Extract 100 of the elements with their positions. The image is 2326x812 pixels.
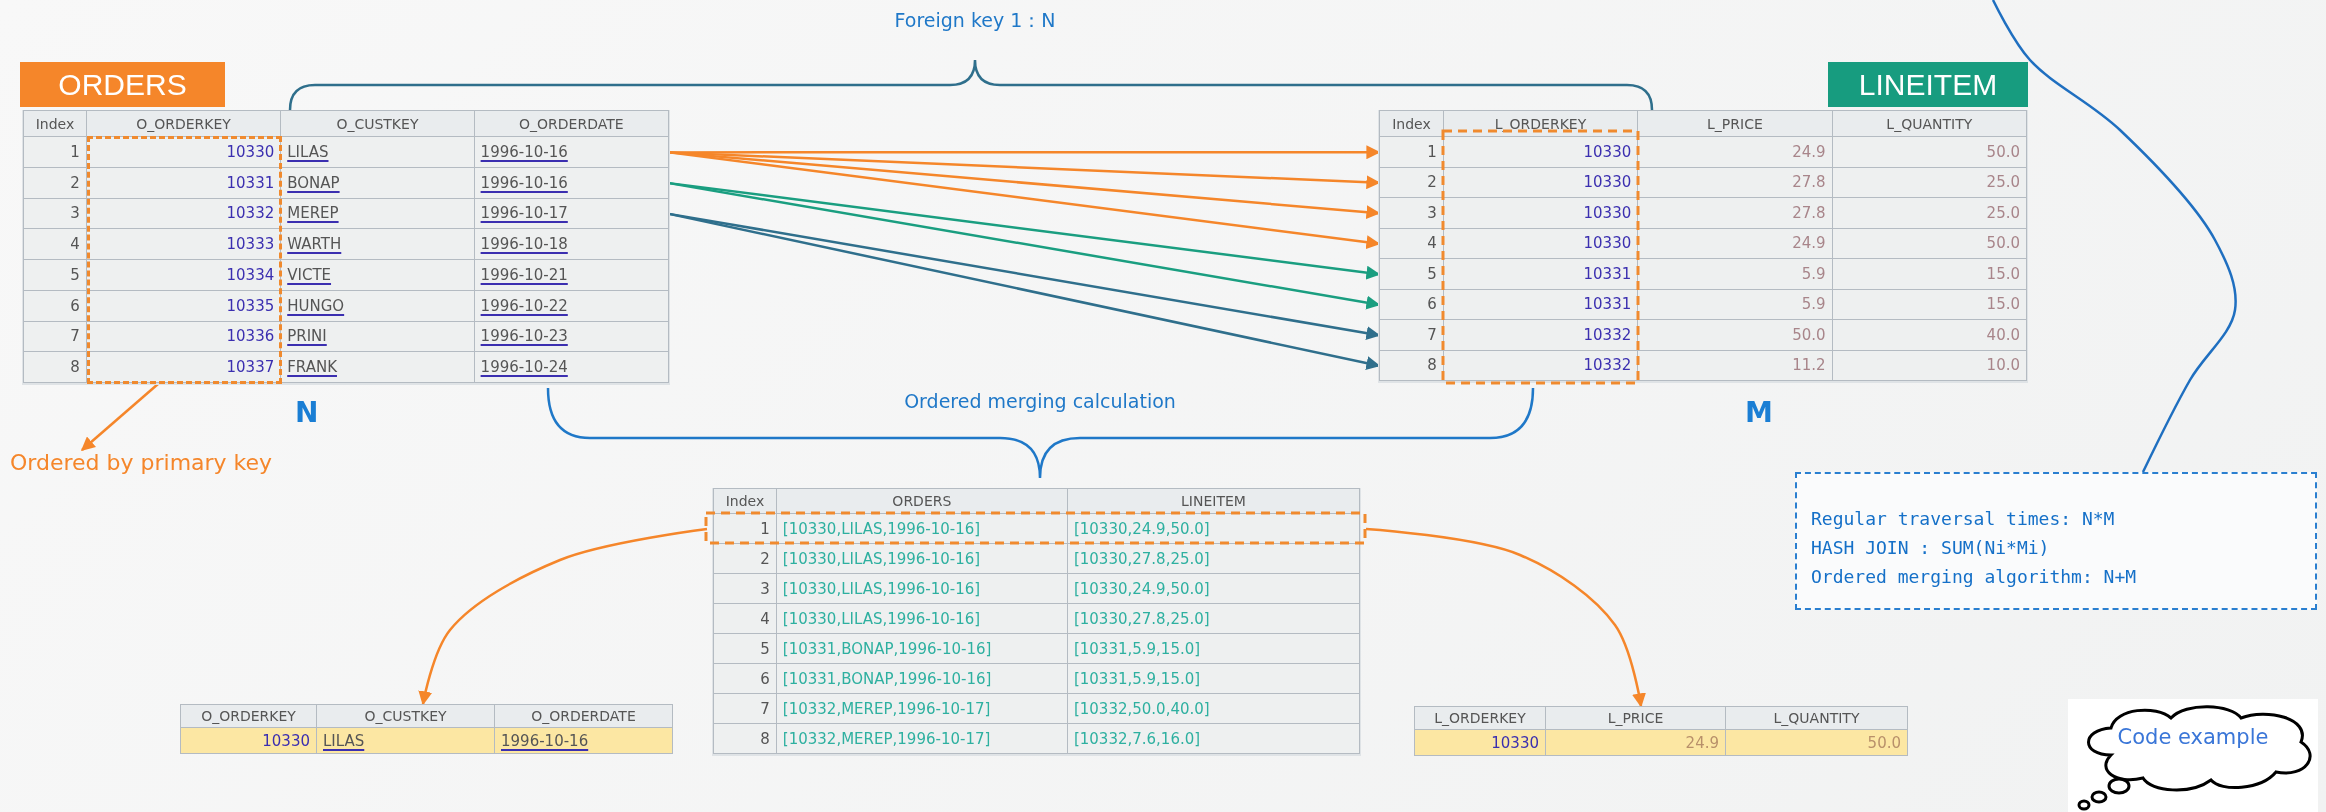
- table-row: [23, 198, 669, 230]
- column-header: O_ORDERDATE: [495, 705, 673, 727]
- row-number: 3: [1380, 198, 1444, 228]
- row-number: 3: [714, 574, 777, 603]
- link-text: WARTH: [287, 235, 342, 254]
- key-value: 10335: [86, 290, 282, 321]
- table-row: [23, 352, 669, 383]
- record-text: [10330,27.8,25.0]: [1067, 544, 1360, 573]
- arrow: [418, 527, 708, 706]
- link-text: PRINI: [287, 327, 327, 346]
- table-row: [713, 664, 1360, 694]
- number-value: 25.0: [1832, 167, 2027, 197]
- table-row: [713, 724, 1360, 754]
- key-value: 10330: [181, 728, 317, 753]
- row-number: 1: [24, 137, 87, 167]
- key-value: 10334: [86, 260, 282, 290]
- record-text: [10330,27.8,25.0]: [1067, 604, 1360, 633]
- record-text: [10331,5.9,15.0]: [1067, 664, 1360, 693]
- note-line: Ordered merging algorithm: N+M: [1811, 565, 2138, 589]
- table-row: [23, 167, 669, 199]
- number-value: 15.0: [1832, 289, 2027, 319]
- row-number: 7: [1380, 320, 1444, 350]
- column-header: O_ORDERDATE: [474, 111, 669, 136]
- key-value: 10332: [1443, 350, 1639, 380]
- number-value: 5.9: [1638, 259, 1833, 289]
- key-value: 10330: [1443, 198, 1639, 228]
- table-row: [23, 321, 669, 353]
- row-number: 5: [1380, 259, 1444, 289]
- column-header: LINEITEM: [1067, 489, 1360, 513]
- data-table: [1414, 706, 1908, 757]
- note-line: HASH JOIN : SUM(Ni*Mi): [1811, 536, 2051, 560]
- row-number: 3: [24, 198, 87, 229]
- number-value: 24.9: [1638, 137, 1833, 167]
- key-value: 10331: [1443, 259, 1639, 289]
- record-text: [10332,MEREP,1996-10-17]: [776, 694, 1068, 723]
- table-title-banner: ORDERS: [20, 62, 225, 107]
- row-number: 4: [1380, 228, 1444, 258]
- row-number: 2: [1380, 167, 1444, 197]
- data-table: [22, 62, 670, 385]
- row-number: 7: [714, 694, 777, 723]
- row-number: 5: [24, 260, 87, 290]
- record-text: [10331,BONAP,1996-10-16]: [776, 664, 1068, 693]
- row-number: 4: [714, 604, 777, 633]
- table-row: [713, 694, 1360, 724]
- number-value: 27.8: [1638, 198, 1833, 228]
- key-value: 10331: [1443, 289, 1639, 319]
- row-number: 8: [1380, 350, 1444, 380]
- link-text: 1996-10-21: [480, 265, 568, 284]
- table-caption: M: [1745, 396, 1773, 429]
- record-text: [10330,LILAS,1996-10-16]: [776, 544, 1068, 573]
- table-row: [23, 229, 669, 260]
- table-caption: N: [295, 396, 319, 429]
- link-text: LILAS: [323, 731, 365, 750]
- brace-label: Ordered merging calculation: [903, 390, 1177, 412]
- link-text: HUNGO: [287, 296, 345, 315]
- table-row: [1379, 137, 2027, 168]
- column-header: L_PRICE: [1638, 111, 1833, 136]
- column-header: L_ORDERKEY: [1443, 111, 1639, 136]
- record-text: [10330,LILAS,1996-10-16]: [776, 514, 1068, 543]
- number-value: 50.0: [1638, 320, 1833, 350]
- note-line: Regular traversal times: N*M: [1811, 507, 2116, 531]
- table-row: [1379, 289, 2027, 320]
- link-text: VICTE: [287, 265, 332, 284]
- annotation-text: Ordered by primary key: [10, 450, 310, 484]
- link-text: 1996-10-16: [480, 173, 568, 192]
- record-text: [10330,LILAS,1996-10-16]: [776, 574, 1068, 603]
- data-table: [1378, 62, 2028, 383]
- table-row: [1379, 320, 2027, 351]
- row-number: 2: [24, 167, 87, 198]
- table-row: [23, 260, 669, 291]
- key-value: 10336: [86, 321, 282, 352]
- row-number: 1: [1380, 137, 1444, 167]
- number-value: 11.2: [1638, 350, 1833, 380]
- number-value: 25.0: [1832, 198, 2027, 228]
- table-row: [713, 604, 1360, 634]
- column-header: ORDERS: [776, 489, 1068, 513]
- link-text: 1996-10-16: [501, 731, 589, 750]
- record-text: [10332,MEREP,1996-10-17]: [776, 724, 1068, 753]
- row-number: 6: [24, 290, 87, 321]
- column-header: L_QUANTITY: [1726, 707, 1908, 729]
- table-row: [1379, 259, 2027, 290]
- number-value: 27.8: [1638, 167, 1833, 197]
- record-text: [10330,LILAS,1996-10-16]: [776, 604, 1068, 633]
- table-row: [713, 634, 1360, 664]
- data-table: [712, 488, 1361, 756]
- link-text: BONAP: [287, 173, 340, 192]
- note-box: [1795, 472, 2317, 610]
- key-value: 10330: [86, 137, 282, 167]
- key-value: 10330: [1443, 137, 1639, 167]
- column-header: L_PRICE: [1546, 707, 1726, 729]
- number-value: 50.0: [1832, 137, 2027, 167]
- row-number: 6: [714, 664, 777, 693]
- column-header: O_ORDERKEY: [86, 111, 282, 136]
- key-value: 10331: [86, 167, 282, 198]
- column-highlight: [87, 136, 282, 384]
- link-text: MEREP: [287, 204, 339, 223]
- link-text: 1996-10-16: [480, 142, 568, 161]
- record-text: [10332,7.6,16.0]: [1067, 724, 1360, 753]
- number-value: 50.0: [1832, 228, 2027, 258]
- number-value: 50.0: [1726, 730, 1908, 755]
